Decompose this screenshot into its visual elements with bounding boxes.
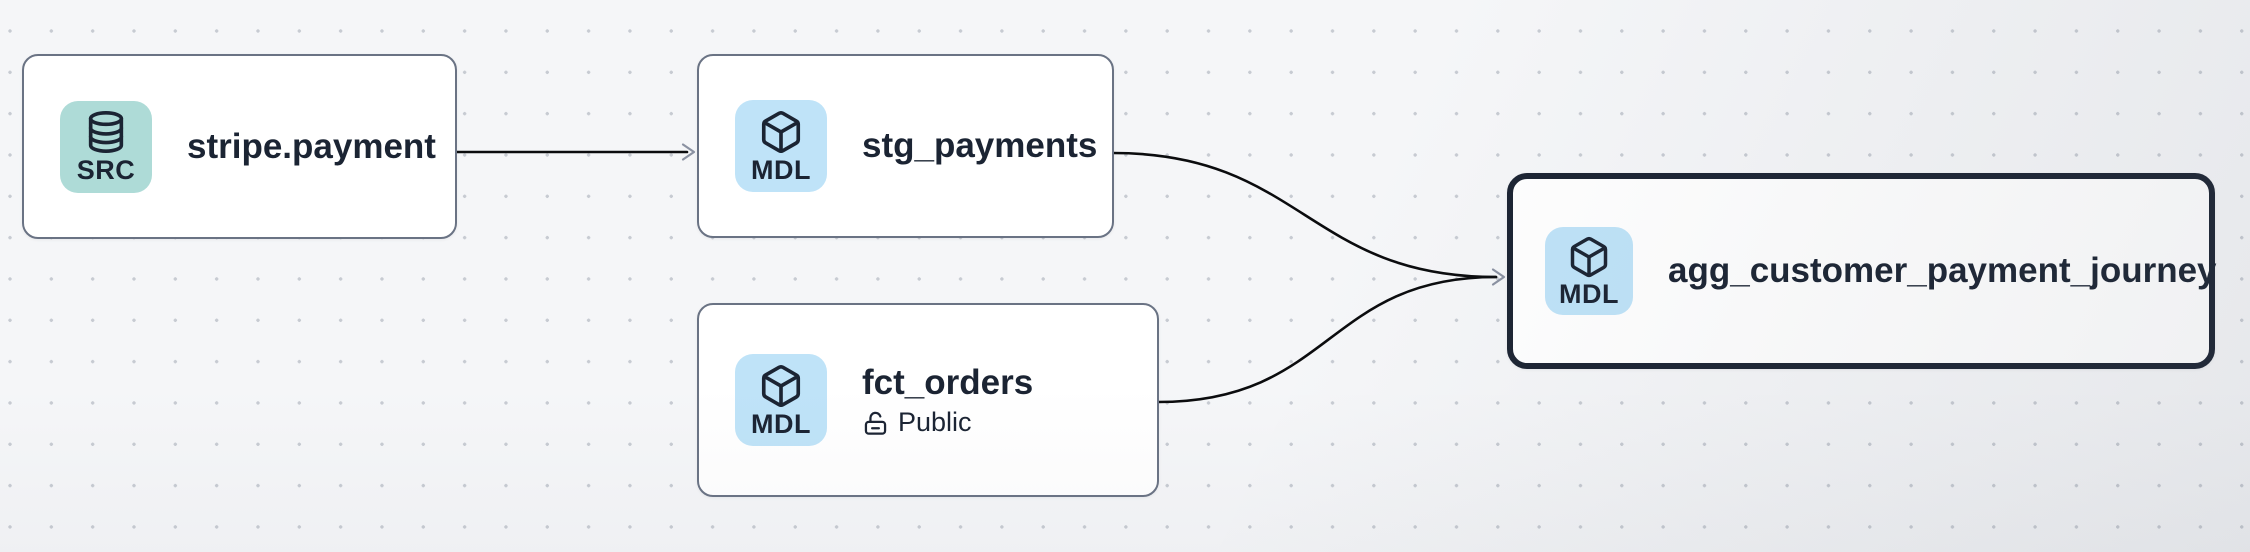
arrowhead-icon [1491,268,1506,286]
edge-stg-payments-to-agg-customer-payment-journey [1111,151,1498,279]
node-label: agg_customer_payment_journey [1668,251,2217,290]
badge-label: SRC [76,155,136,185]
badge-label: MDL [1559,278,1619,309]
node-label: stripe.payment [187,126,436,166]
arrowhead-icon [681,143,696,161]
node-label: fct_orders [862,363,1034,403]
access-label: Public [898,407,972,438]
box-icon [761,110,801,153]
node-label-column: fct_orders Public [862,362,1033,438]
node-fct-orders[interactable]: MDL fct_orders Public [697,303,1159,497]
edge-fct-orders-to-agg-customer-payment-journey [1156,275,1498,404]
model-type-badge: MDL [735,100,827,192]
box-icon [1570,236,1608,277]
node-stripe-payment[interactable]: SRC stripe.payment [22,54,457,239]
node-label: stg_payments [862,126,1098,165]
source-type-badge: SRC [60,100,152,193]
database-icon [88,111,124,153]
model-type-badge: MDL [735,354,827,446]
badge-label: MDL [751,408,811,439]
badge-label: MDL [751,154,811,185]
node-agg-customer-payment-journey[interactable]: MDL agg_customer_payment_journey [1507,173,2217,369]
access-row: Public [862,407,1033,438]
node-stg-payments[interactable]: MDL stg_payments [697,54,1114,238]
model-type-badge: MDL [1545,227,1633,315]
box-icon [761,364,801,407]
unlock-icon [864,411,887,435]
